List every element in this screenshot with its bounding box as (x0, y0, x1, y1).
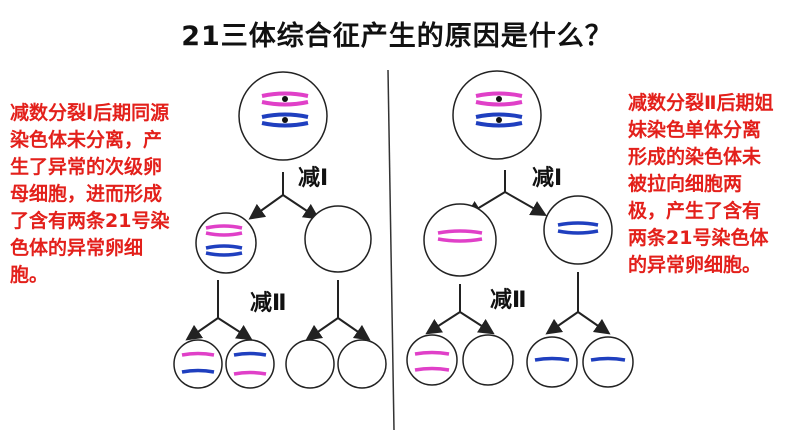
arrow (459, 311, 495, 335)
arrow (425, 311, 461, 335)
right-egg-cell-1 (406, 334, 458, 386)
chromosome-pair-pink (261, 91, 309, 107)
left-explanation: 减数分裂Ⅰ后期同源染色体未分离，产生了异常的次级卵母细胞，进而形成了含有两条21… (10, 102, 170, 286)
left-egg-cell-2 (225, 339, 275, 389)
left-egg-cell-3 (285, 339, 335, 389)
stage-label-right-meiosis2: 减Ⅱ (490, 288, 527, 313)
arrow (545, 311, 579, 335)
stage-label-left-meiosis2: 减Ⅱ (250, 291, 287, 316)
arrow (217, 317, 253, 341)
stage-label-left-meiosis1: 减Ⅰ (298, 166, 329, 191)
left-egg-cell-4 (337, 339, 387, 389)
center-divider (387, 69, 395, 431)
left-egg-cell-1 (173, 339, 223, 389)
left-secondary-cell-empty (304, 205, 372, 273)
left-secondary-cell-abnormal (195, 212, 257, 274)
page-title: 21三体综合征产生的原因是什么？ (181, 21, 613, 52)
arrow (185, 317, 219, 341)
right-egg-cell-2 (462, 334, 514, 386)
arrow (248, 194, 284, 220)
arrow (577, 311, 611, 335)
right-egg-cell-3 (526, 336, 578, 388)
arrow (282, 194, 320, 220)
arrow (504, 191, 547, 216)
arrow (337, 317, 371, 341)
arrow (305, 317, 339, 341)
stage-label-right-meiosis1: 减Ⅰ (532, 166, 563, 191)
right-secondary-cell-blue (543, 195, 613, 265)
chromosome-pair-blue (261, 112, 309, 128)
right-egg-cell-4 (582, 336, 634, 388)
right-explanation: 减数分裂Ⅱ后期姐妹染色单体分离形成的染色体未被拉向细胞两极，产生了含有两条21号… (628, 92, 774, 276)
